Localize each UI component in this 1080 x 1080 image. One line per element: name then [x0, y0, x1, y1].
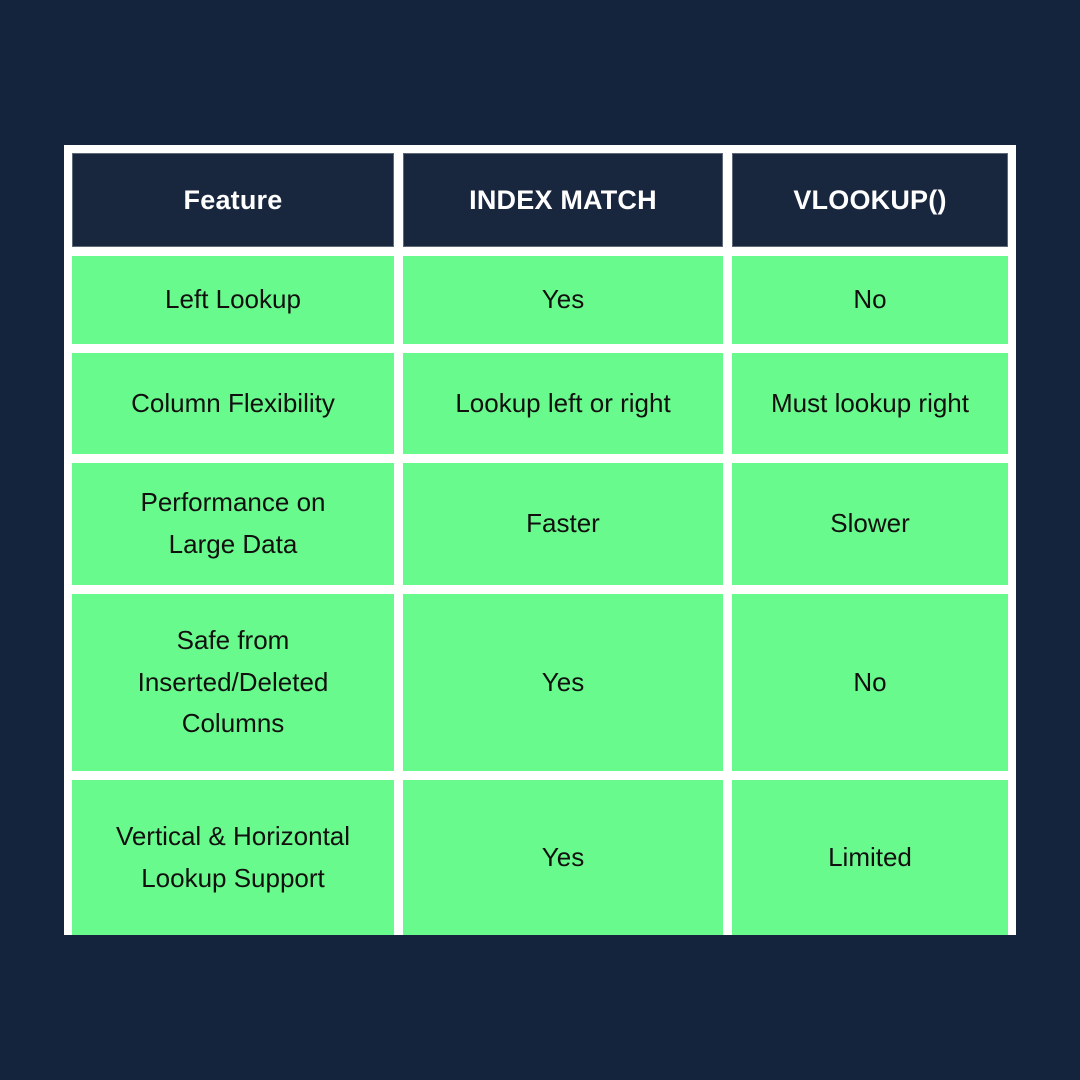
cell-feature: Safe from Inserted/Deleted Columns [72, 594, 394, 771]
cell-vlookup: Slower [732, 463, 1008, 585]
cell-vlookup: Must lookup right [732, 353, 1008, 454]
cell-index-match: Yes [403, 256, 723, 344]
cell-vlookup: Limited [732, 780, 1008, 935]
cell-feature: Left Lookup [72, 256, 394, 344]
cell-feature: Vertical & Horizontal Lookup Support [72, 780, 394, 935]
table-row: Vertical & Horizontal Lookup Support Yes… [72, 780, 1008, 935]
cell-index-match: Lookup left or right [403, 353, 723, 454]
column-header-vlookup: VLOOKUP() [732, 153, 1008, 247]
table-row: Left Lookup Yes No [72, 256, 1008, 344]
cell-index-match: Yes [403, 780, 723, 935]
comparison-table: Feature INDEX MATCH VLOOKUP() Left Looku… [64, 145, 1016, 935]
table-header-row: Feature INDEX MATCH VLOOKUP() [72, 153, 1008, 247]
table-body: Left Lookup Yes No Column Flexibility Lo… [72, 256, 1008, 935]
table-row: Safe from Inserted/Deleted Columns Yes N… [72, 594, 1008, 771]
cell-vlookup: No [732, 594, 1008, 771]
table-row: Column Flexibility Lookup left or right … [72, 353, 1008, 454]
cell-index-match: Faster [403, 463, 723, 585]
table-row: Performance on Large Data Faster Slower [72, 463, 1008, 585]
cell-vlookup: No [732, 256, 1008, 344]
cell-feature: Column Flexibility [72, 353, 394, 454]
column-header-feature: Feature [72, 153, 394, 247]
column-header-index-match: INDEX MATCH [403, 153, 723, 247]
cell-index-match: Yes [403, 594, 723, 771]
cell-feature: Performance on Large Data [72, 463, 394, 585]
